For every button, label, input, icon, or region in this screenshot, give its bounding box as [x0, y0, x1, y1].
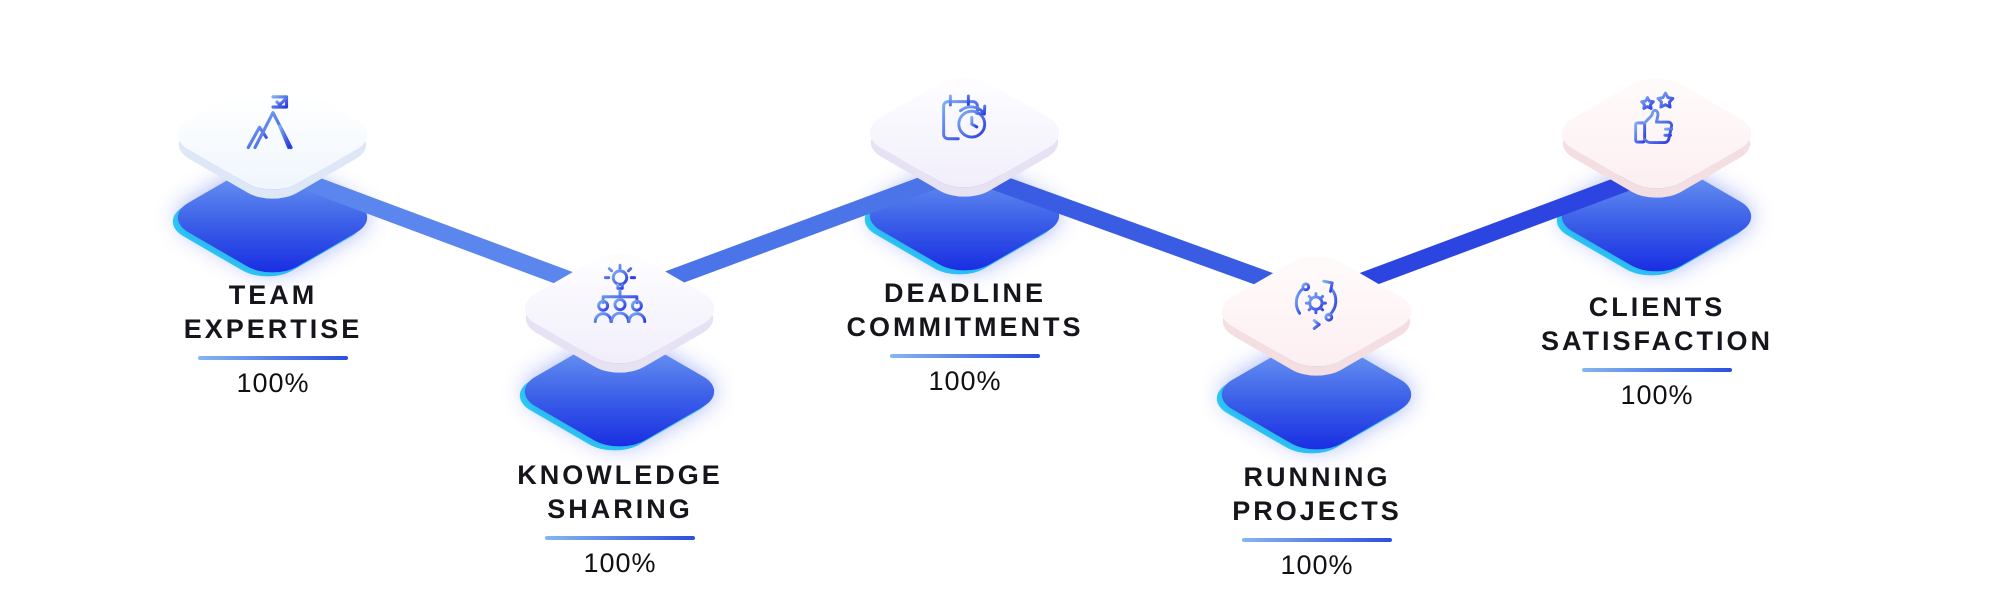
connector-line-4-5 [1314, 164, 1658, 306]
step-title: PROJECTS [1232, 496, 1402, 526]
idea-people-icon [584, 263, 656, 335]
percent-label: 100% [583, 548, 657, 578]
calendar-clock-icon [929, 87, 1001, 159]
step-title: SHARING [547, 494, 693, 524]
step-title: TEAM [228, 280, 318, 310]
accent-underline [890, 354, 1040, 358]
percent-label: 100% [1620, 380, 1694, 410]
accent-underline [545, 536, 695, 540]
step-title: KNOWLEDGE [517, 460, 723, 490]
step-title: CLIENTS [1588, 292, 1726, 322]
connector-line-3-4 [960, 162, 1320, 306]
thumbs-up-stars-icon [1621, 88, 1693, 160]
step-title: SATISFACTION [1540, 326, 1773, 356]
step-title: COMMITMENTS [846, 312, 1084, 342]
percent-label: 100% [1280, 550, 1354, 580]
accent-underline [1242, 538, 1392, 542]
percent-label: 100% [928, 366, 1002, 396]
mountain-flag-icon [237, 89, 309, 161]
step-title: DEADLINE [883, 278, 1046, 308]
percent-label: 100% [236, 368, 310, 398]
step-title: RUNNING [1243, 462, 1391, 492]
step-title: EXPERTISE [183, 314, 363, 344]
process-gear-icon [1281, 266, 1353, 338]
accent-underline [1582, 368, 1732, 372]
accent-underline [198, 356, 348, 360]
